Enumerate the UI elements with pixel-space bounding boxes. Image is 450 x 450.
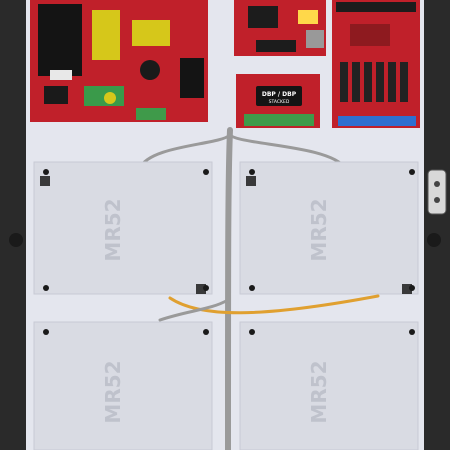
hinge-right bbox=[427, 233, 441, 247]
enclosure-side-left bbox=[0, 0, 26, 450]
mr52-label-top-right: MR52 bbox=[307, 198, 331, 261]
dbp-title: DBP / DBP bbox=[262, 91, 297, 98]
mr52-board-bottom-left bbox=[33, 321, 213, 450]
relay-board bbox=[332, 0, 420, 128]
mr52-board-top-left bbox=[33, 161, 213, 295]
mounting-holes bbox=[43, 169, 415, 335]
enclosure-side-right bbox=[424, 0, 450, 450]
door-lock bbox=[427, 169, 447, 215]
wire-bundle bbox=[138, 127, 380, 450]
dbp-subtitle: STACKED bbox=[269, 99, 290, 105]
dbp-board bbox=[236, 74, 320, 128]
mr52-board-top-right bbox=[239, 161, 419, 295]
mr52-label-bottom-right: MR52 bbox=[307, 360, 331, 423]
controller-board bbox=[234, 0, 326, 56]
hinge-left bbox=[9, 233, 23, 247]
mr52-board-bottom-right bbox=[239, 321, 419, 450]
mr52-label-bottom-left: MR52 bbox=[101, 360, 125, 423]
mr52-label-top-left: MR52 bbox=[101, 198, 125, 261]
power-supply-board bbox=[30, 0, 208, 122]
